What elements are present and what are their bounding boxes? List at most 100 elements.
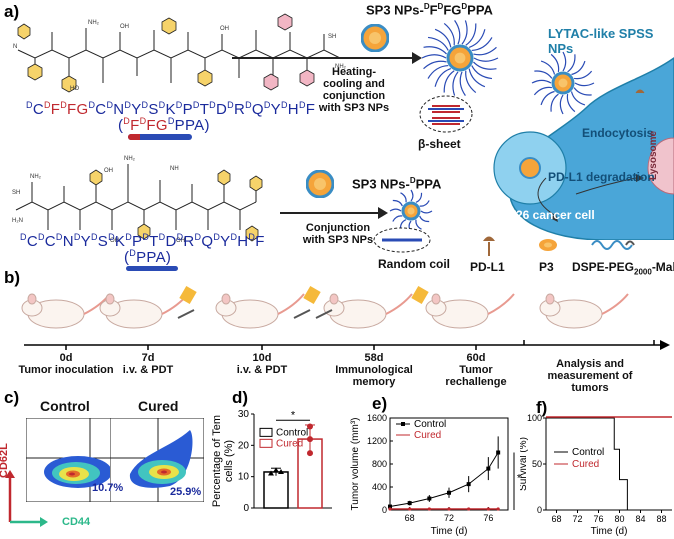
- y-tick-label: 800: [372, 459, 387, 469]
- y-tick-label: 400: [372, 482, 387, 492]
- peptide-rod-2: [126, 266, 178, 271]
- np-strand: [389, 208, 402, 212]
- np-strand: [472, 61, 497, 70]
- np-strand: [461, 20, 468, 45]
- bar-control: [263, 471, 289, 509]
- mouse-3: [215, 293, 305, 329]
- y-tick-label: 10: [238, 472, 250, 483]
- svg-text:SH: SH: [12, 190, 20, 196]
- sp3-bottom-title: SP3 NPs-DPPA: [352, 176, 442, 192]
- sp3-np-hairy-top: [421, 20, 499, 96]
- sequence-2-short: (DPPA): [124, 248, 172, 266]
- control-point: [388, 504, 392, 509]
- np-strand: [540, 60, 556, 75]
- arrow-conjunction: [280, 207, 388, 219]
- seq2-residue: DF: [248, 232, 265, 250]
- syringe-icon: [177, 309, 195, 319]
- syringe-icon: [315, 309, 333, 319]
- sequence-1-short: (DFDFGDPPA): [118, 116, 210, 134]
- mouse-tail: [601, 293, 629, 315]
- np-strand: [468, 68, 486, 88]
- np-strand: [415, 192, 423, 203]
- x-tick-label: 80: [614, 514, 624, 524]
- legend-p3-label: P3: [539, 260, 554, 274]
- x-tick-label: 88: [656, 514, 666, 524]
- panel-b-letter: b): [4, 268, 21, 287]
- flow-plot-control: [26, 418, 120, 502]
- mouse-ear: [221, 293, 231, 305]
- y-axis-label: Survival (%): [520, 437, 529, 491]
- seq1-residue: DF: [60, 100, 77, 118]
- cured-point: [496, 507, 500, 511]
- panel-c-letter: c): [4, 388, 20, 407]
- ct26-label: CT26 cancer cell: [500, 208, 595, 222]
- pdl1-degradation-label: PD-L1 degradation: [548, 170, 655, 184]
- np-strand: [559, 94, 564, 115]
- flow-plot-cured: [110, 418, 204, 502]
- seq1-residue: DT: [192, 100, 210, 118]
- np-strand: [533, 86, 553, 96]
- np-strand: [471, 37, 493, 52]
- seq2-residue: DH: [230, 232, 249, 250]
- mouse-ear: [27, 293, 37, 305]
- peptide-rod-1-red-tip: [128, 134, 140, 140]
- sp3-np-top: [361, 24, 389, 52]
- ct26-cell-illustration: [493, 57, 674, 240]
- panel-a-letter: a): [4, 2, 20, 21]
- y-axis-label-2: cells (%): [223, 440, 235, 482]
- y-axis-label: Tumor volume (mm³): [350, 418, 361, 511]
- seq2-residue: DS: [90, 232, 109, 250]
- arrow-heating-label: Heating- cooling and conjunction with SP…: [318, 66, 390, 114]
- np-strand: [566, 93, 576, 113]
- np-strand: [415, 219, 422, 230]
- mouse-1: [21, 293, 111, 329]
- arrow-heating: [232, 52, 422, 64]
- y-tick-label: 100: [527, 413, 542, 423]
- seq1-residue: DK: [158, 100, 176, 118]
- np-strand: [473, 57, 499, 62]
- cured-point: [486, 507, 490, 511]
- timeline-step: 10d i.v. & PDT: [236, 352, 288, 376]
- np-strand: [540, 90, 555, 106]
- seq1-residue: DR: [227, 100, 246, 118]
- np-strand: [574, 82, 595, 87]
- np-strand: [550, 93, 559, 112]
- random-coil-label: Random coil: [378, 257, 451, 271]
- panel-e-letter: e): [372, 394, 388, 413]
- cured-point: [388, 507, 392, 511]
- seq1-residue: DY: [124, 100, 142, 118]
- cd44-label: CD44: [62, 516, 91, 528]
- seq1-residue: DF: [298, 100, 316, 118]
- seq2-residue: DC: [37, 232, 56, 250]
- svg-text:H₂N: H₂N: [12, 218, 23, 224]
- legend-label-control: Control: [572, 447, 604, 458]
- x-tick-label: 72: [444, 513, 454, 523]
- np-strand: [410, 189, 414, 202]
- svg-text:OH: OH: [220, 26, 229, 32]
- y-tick-label: 20: [238, 440, 250, 451]
- np-strand: [571, 60, 586, 76]
- np-strand: [421, 54, 447, 59]
- np-strand: [567, 54, 576, 73]
- seq2-residue: DQ: [194, 232, 214, 250]
- x-tick-label: 72: [572, 514, 582, 524]
- significance-star: *: [291, 409, 296, 421]
- seq2-residue: DK: [108, 232, 126, 250]
- timeline-step: Analysis and measurement of tumors: [547, 358, 633, 394]
- control-point: [447, 490, 451, 495]
- mouse-ear: [545, 293, 555, 305]
- mice-row: [21, 285, 629, 329]
- panel-f-letter: f): [536, 398, 548, 417]
- svg-text:NH₂: NH₂: [30, 174, 42, 180]
- dspe-peg-icon: [591, 240, 635, 250]
- seq2-residue: DN: [55, 232, 74, 250]
- np-strand: [423, 46, 448, 55]
- np-core-inner: [407, 207, 415, 215]
- arrow-conjunction-label: Conjunction with SP3 NPs: [302, 222, 374, 246]
- cured-point: [408, 507, 412, 511]
- x-axis-label: Time (d): [431, 526, 468, 537]
- seq2-residue: DP: [125, 232, 143, 250]
- legend-label-cured: Cured: [414, 430, 441, 441]
